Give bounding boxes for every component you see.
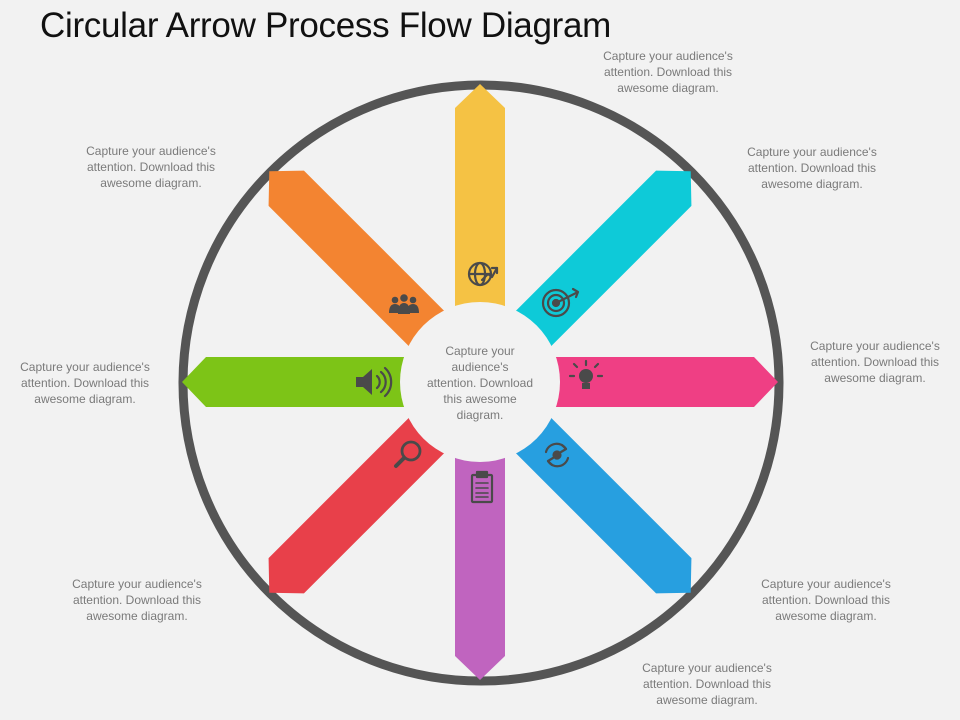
arrow-bottom (455, 452, 505, 680)
arrow-left (182, 357, 410, 407)
center-caption-line: audience's (451, 360, 509, 374)
refresh-gear-icon (544, 442, 570, 468)
caption-bottom-left: Capture your audience's attention. Downl… (52, 576, 222, 624)
caption-top: Capture your audience's attention. Downl… (583, 48, 753, 96)
caption-line: Capture your audience's (603, 49, 733, 63)
speaker-icon (356, 366, 393, 398)
caption-line: Capture your audience's (20, 360, 150, 374)
caption-line: Capture your audience's (761, 577, 891, 591)
page-title: Circular Arrow Process Flow Diagram (40, 6, 612, 45)
caption-line: awesome diagram. (761, 177, 863, 191)
center-caption-line: Capture your (445, 344, 515, 358)
globe-growth-icon (467, 261, 499, 287)
arrow-bottom-left (268, 413, 449, 594)
target-icon (541, 287, 580, 318)
clipboard-icon (470, 470, 494, 504)
caption-top-right: Capture your audience's attention. Downl… (727, 144, 897, 192)
caption-bottom: Capture your audience's attention. Downl… (622, 660, 792, 708)
arrow-top-right (511, 170, 692, 351)
hub-circle (400, 302, 560, 462)
caption-line: attention. Download this (86, 160, 216, 174)
caption-line: awesome diagram. (86, 609, 188, 623)
caption-line: Capture your audience's (810, 339, 940, 353)
caption-line: attention. Download this (761, 593, 891, 607)
arrow-top-left (268, 170, 449, 351)
caption-line: awesome diagram. (34, 392, 136, 406)
caption-line: attention. Download this (747, 161, 877, 175)
center-caption-line: this awesome (443, 392, 517, 406)
magnifier-icon (394, 440, 422, 468)
team-icon (389, 294, 419, 314)
caption-line: attention. Download this (810, 355, 940, 369)
arrow-right (550, 357, 778, 407)
caption-line: Capture your audience's (86, 144, 216, 158)
caption-line: awesome diagram. (775, 609, 877, 623)
caption-line: Capture your audience's (747, 145, 877, 159)
caption-line: attention. Download this (20, 376, 150, 390)
caption-line: attention. Download this (72, 593, 202, 607)
center-caption-line: attention. Download (426, 376, 534, 390)
caption-bottom-right: Capture your audience's attention. Downl… (741, 576, 911, 624)
caption-line: awesome diagram. (617, 81, 719, 95)
center-caption-line: diagram. (456, 408, 504, 422)
center-caption: Capture your audience's attention. Downl… (420, 343, 540, 423)
caption-line: awesome diagram. (656, 693, 758, 707)
caption-line: attention. Download this (642, 677, 772, 691)
caption-left: Capture your audience's attention. Downl… (0, 359, 170, 407)
caption-line: awesome diagram. (100, 176, 202, 190)
arrow-bottom-right (511, 413, 692, 594)
lightbulb-icon (568, 359, 604, 389)
caption-top-left: Capture your audience's attention. Downl… (66, 143, 236, 191)
caption-line: Capture your audience's (72, 577, 202, 591)
caption-line: attention. Download this (603, 65, 733, 79)
caption-line: awesome diagram. (824, 371, 926, 385)
caption-right: Capture your audience's attention. Downl… (790, 338, 960, 386)
arrow-top (455, 84, 505, 312)
caption-line: Capture your audience's (642, 661, 772, 675)
